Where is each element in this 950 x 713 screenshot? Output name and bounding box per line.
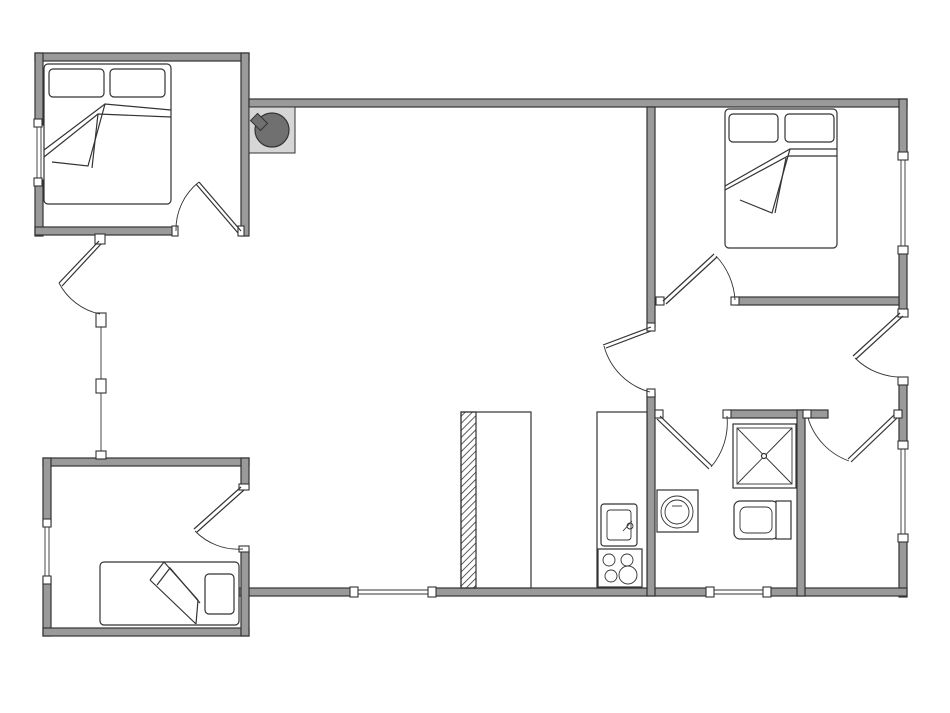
single-bed-lower-left [99,561,240,626]
walls [34,52,908,637]
double-bed-upper-right [724,108,838,249]
double-bed-upper-left [43,63,172,205]
kitchen-sink [600,503,638,547]
kitchen-counter [596,411,648,589]
hob [597,548,643,588]
shower [732,423,797,489]
toilet [733,500,792,540]
doors [58,181,909,553]
windows [33,118,909,598]
wood-stove [248,106,296,154]
washbasin [656,489,699,533]
breakfast-bar [460,411,532,589]
